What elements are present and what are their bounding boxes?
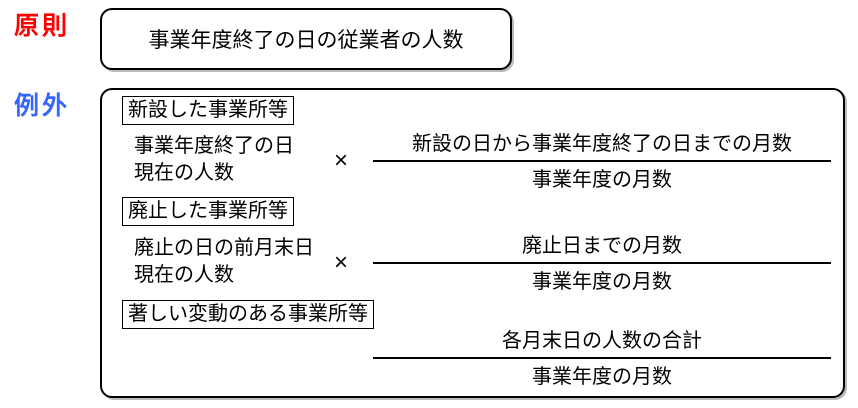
- operand-closed-establishment: 廃止の日の前月末日 現在の人数: [134, 235, 314, 289]
- multiply-sign: ×: [334, 147, 349, 174]
- exception-label: 例外: [14, 92, 71, 120]
- heading-closed-establishment: 廃止した事業所等: [122, 197, 294, 226]
- operand-line2: 現在の人数: [134, 264, 234, 286]
- principle-box-text: 事業年度終了の日の従業者の人数: [148, 29, 464, 52]
- heading-new-establishment: 新設した事業所等: [122, 96, 294, 125]
- fraction-denominator: 事業年度の月数: [532, 271, 672, 293]
- fraction-numerator: 廃止日までの月数: [373, 233, 831, 264]
- fraction-denominator: 事業年度の月数: [532, 366, 672, 388]
- operand-new-establishment: 事業年度終了の日 現在の人数: [134, 133, 294, 187]
- fraction-closed-establishment: 廃止日までの月数 事業年度の月数: [373, 233, 831, 295]
- operand-line1: 事業年度終了の日: [134, 135, 294, 157]
- operand-line2: 現在の人数: [134, 162, 234, 184]
- fraction-new-establishment: 新設の日から事業年度終了の日までの月数 事業年度の月数: [373, 131, 831, 193]
- operand-line1: 廃止の日の前月末日: [134, 237, 314, 259]
- fraction-numerator: 各月末日の人数の合計: [373, 328, 831, 359]
- multiply-sign: ×: [334, 249, 349, 276]
- fraction-numerator: 新設の日から事業年度終了の日までの月数: [373, 131, 831, 162]
- fraction-denominator: 事業年度の月数: [532, 169, 672, 191]
- principle-box: 事業年度終了の日の従業者の人数: [100, 8, 512, 70]
- exception-box: [100, 88, 845, 398]
- principle-label: 原則: [14, 12, 71, 40]
- heading-fluctuating-establishment: 著しい変動のある事業所等: [122, 300, 374, 329]
- fraction-fluctuating-establishment: 各月末日の人数の合計 事業年度の月数: [373, 328, 831, 390]
